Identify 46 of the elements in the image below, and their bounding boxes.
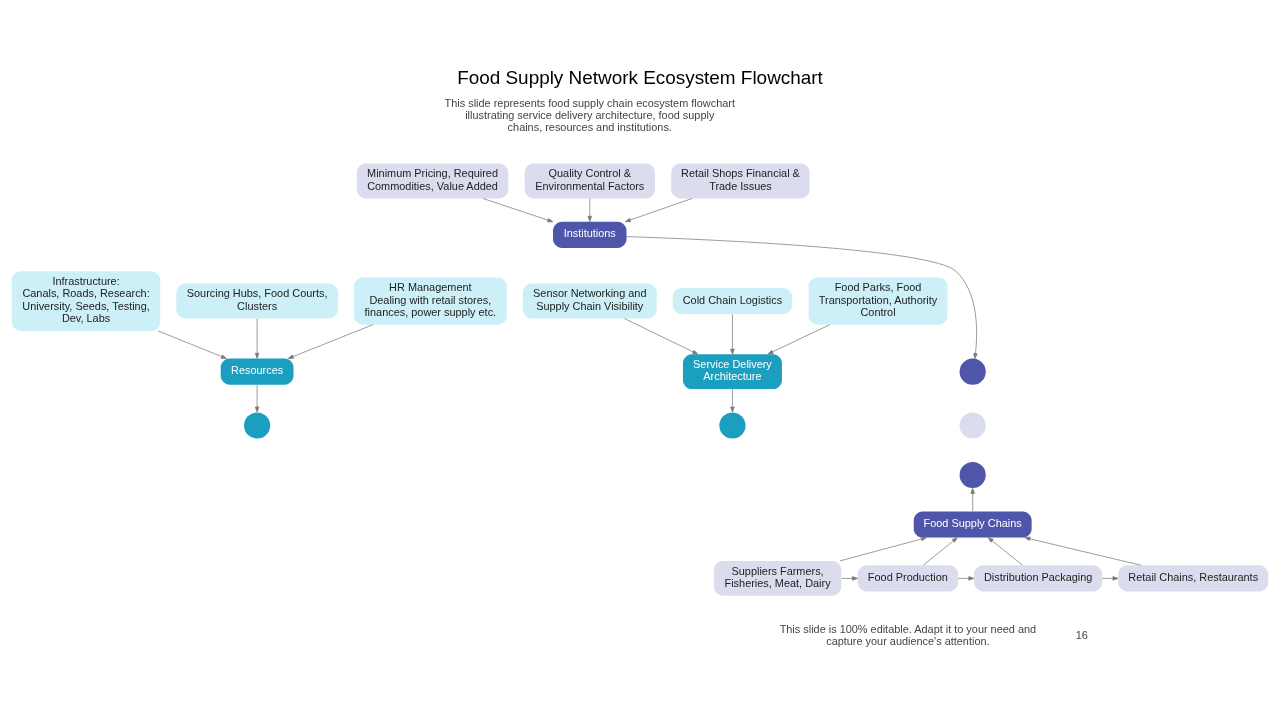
- arrow: [287, 324, 374, 359]
- node-circle: [959, 461, 986, 489]
- arrow: [841, 576, 858, 581]
- node-box: Quality Control & Environmental Factors: [524, 163, 655, 199]
- arrow: [625, 198, 693, 223]
- node-box: Food Supply Chains: [913, 511, 1032, 538]
- arrow: [626, 236, 978, 359]
- arrow: [923, 537, 958, 566]
- node-circle: [244, 412, 271, 439]
- node-box: Retail Chains, Restaurants: [1118, 565, 1269, 592]
- node-box: Infrastructure: Canals, Roads, Research: University, Seeds, Testing, Dev, Labs: [11, 271, 161, 331]
- node-box: Food Production: [857, 565, 959, 592]
- arrow: [957, 576, 975, 581]
- arrow: [254, 384, 260, 413]
- arrow: [254, 318, 260, 359]
- arrow: [1024, 536, 1142, 566]
- arrow: [1102, 576, 1119, 581]
- arrow: [587, 198, 592, 222]
- node-box: Resources: [220, 358, 294, 385]
- arrow: [730, 388, 735, 413]
- node-box: Distribution Packaging: [974, 565, 1103, 592]
- arrow: [767, 324, 831, 355]
- node-box: Food Parks, Food Transportation, Authority Control: [808, 277, 948, 325]
- arrow: [482, 198, 554, 223]
- node-box: Minimum Pricing, Required Commodities, Value Added: [356, 163, 509, 199]
- node-circle: [959, 358, 986, 385]
- node-circle: [719, 412, 746, 439]
- node-box: Retail Shops Financial & Trade Issues: [671, 163, 810, 199]
- arrow: [157, 330, 227, 359]
- node-box: Institutions: [553, 221, 627, 248]
- arrow: [730, 314, 735, 355]
- node-box: Suppliers Farmers, Fisheries, Meat, Dairy: [713, 560, 842, 596]
- arrow: [624, 318, 699, 355]
- label: This slide is 100% editable. Adapt it to your need and capture your audience's attention.: [779, 622, 1037, 648]
- diagram-title: Food Supply Network Ecosystem Flowchart: [457, 66, 823, 88]
- node-box: Sourcing Hubs, Food Courts, Clusters: [176, 283, 338, 319]
- node-box: Sensor Networking and Supply Chain Visibility: [522, 283, 657, 319]
- arrow: [970, 488, 975, 512]
- node-box: Cold Chain Logistics: [672, 287, 793, 315]
- arrow: [987, 537, 1023, 566]
- label: 16: [1075, 629, 1088, 642]
- node-circle: [959, 412, 986, 439]
- node-box: HR Management Dealing with retail stores, finances, power supply etc.: [353, 277, 507, 325]
- node-box: Service Delivery Architecture: [682, 354, 782, 390]
- label: This slide represents food supply chain ecosystem flowchart illustrating service delivery architecture, food supply chains, resources and institutions.: [444, 96, 735, 134]
- arrow: [839, 536, 927, 562]
